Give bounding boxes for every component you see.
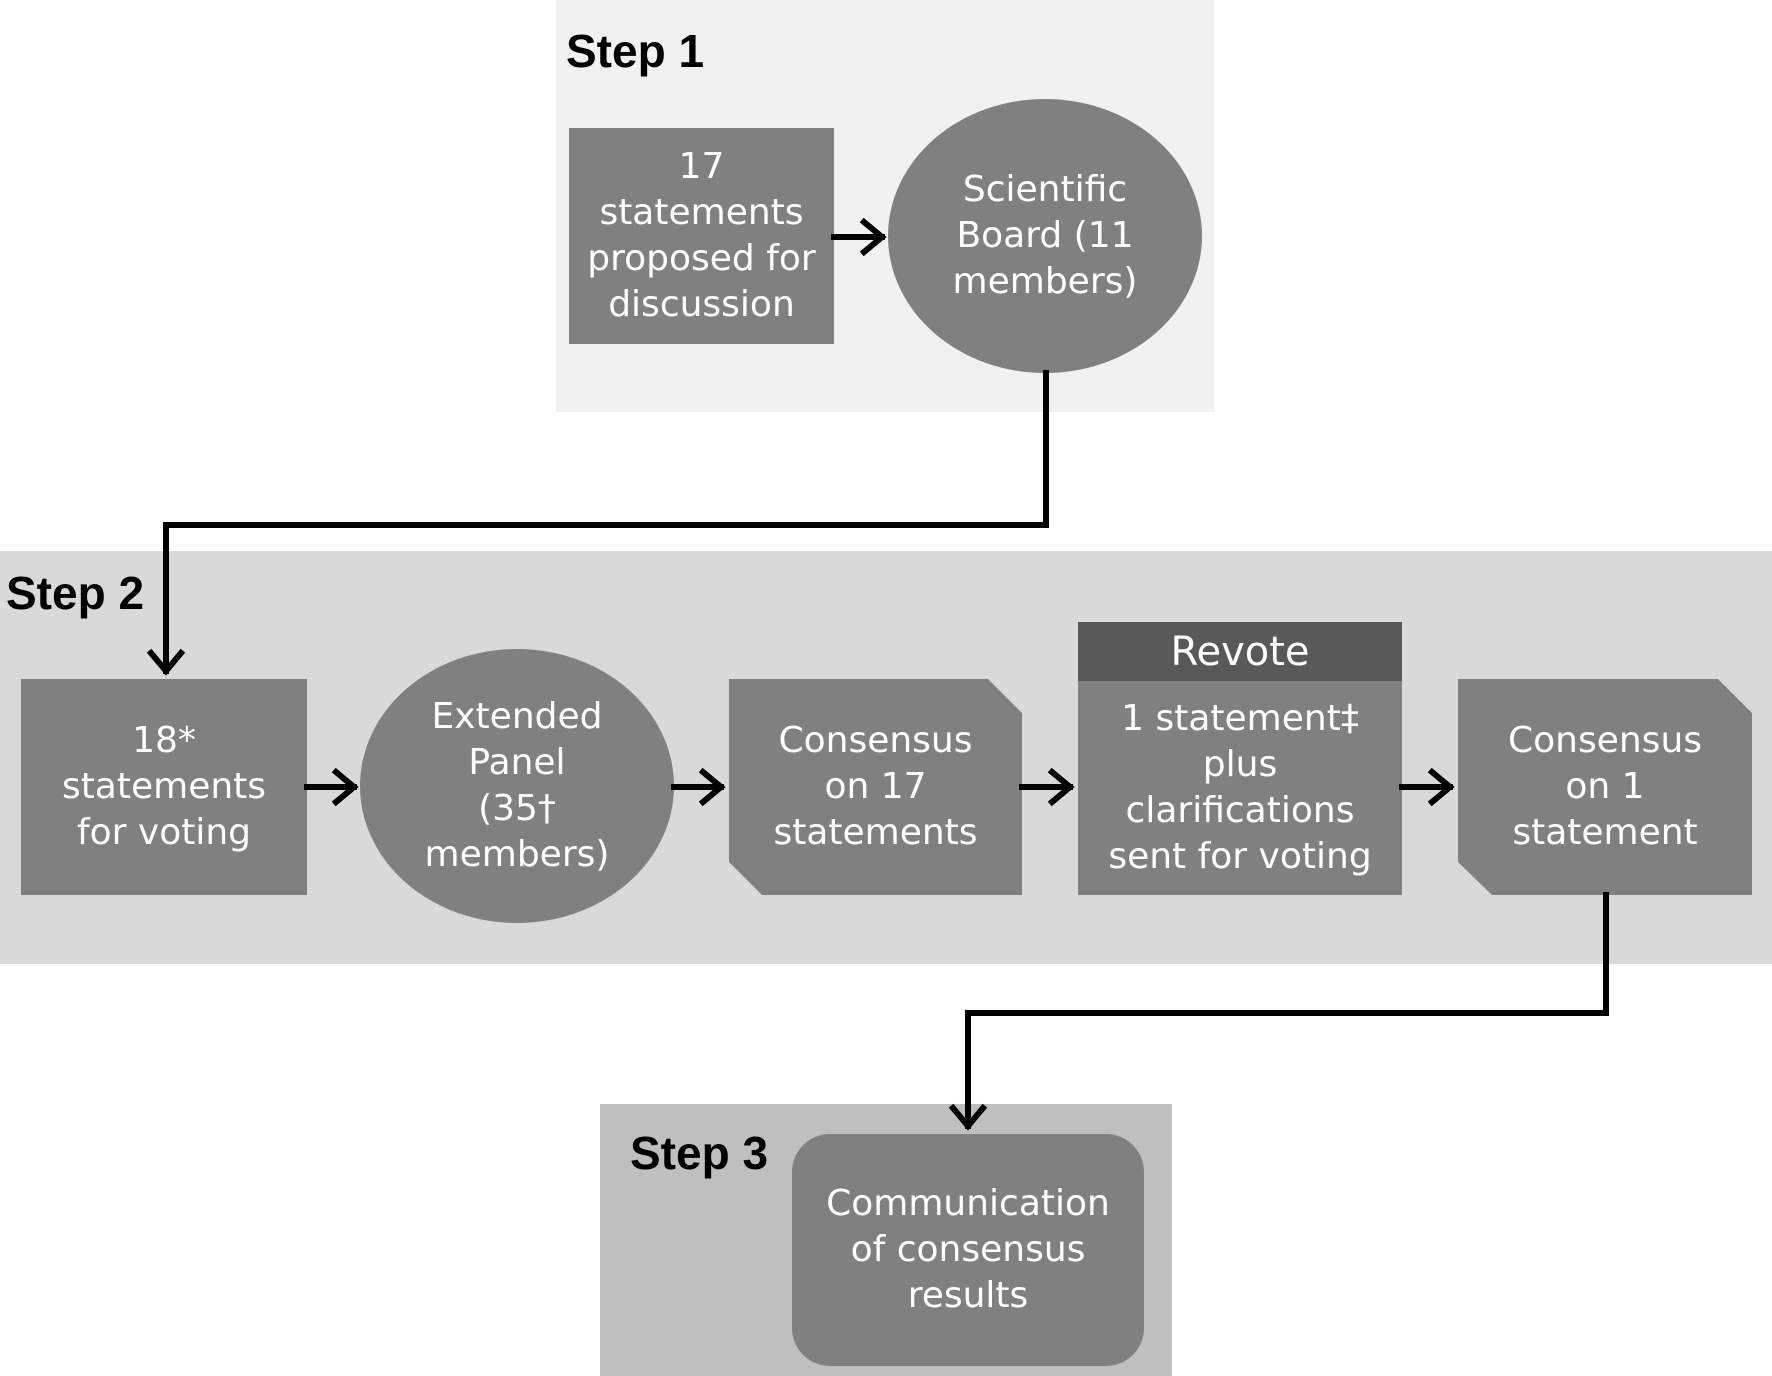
communication-box: Communication of consensus results bbox=[792, 1134, 1144, 1366]
voting-box: 18* statements for voting bbox=[21, 679, 307, 895]
consensus17-label: Consensus on 17 statements bbox=[773, 720, 978, 853]
connector-board-to-voting bbox=[163, 370, 1049, 674]
consensus17-box: Consensus on 17 statements bbox=[729, 679, 1022, 895]
revote-header-label: Revote bbox=[1170, 628, 1310, 675]
revote-header-shape bbox=[1078, 622, 1402, 681]
revote-body: 1 statement‡ plus clarifications sent fo… bbox=[1078, 681, 1402, 895]
consensus17-shape bbox=[729, 679, 1022, 895]
connector-consensus1-to-communication bbox=[965, 892, 1609, 1129]
statements-box: 17 statements proposed for discussion bbox=[569, 128, 834, 344]
statements-box-label: 17 statements proposed for discussion bbox=[587, 146, 816, 325]
extended-panel-ellipse: Extended Panel (35† members) bbox=[360, 649, 674, 923]
arrowhead-consensus17 bbox=[698, 767, 726, 807]
arrowhead-voting bbox=[146, 648, 186, 676]
consensus1-label: Consensus on 1 statement bbox=[1507, 720, 1703, 853]
consensus1-box: Consensus on 1 statement bbox=[1458, 679, 1752, 895]
voting-box-shape bbox=[21, 679, 307, 895]
revote-body-label: 1 statement‡ plus clarifications sent fo… bbox=[1108, 698, 1372, 877]
consensus1-shape bbox=[1458, 679, 1752, 895]
revote-header: Revote bbox=[1078, 622, 1402, 681]
scientific-board-label: Scientific Board (11 members) bbox=[952, 169, 1138, 302]
scientific-board-shape bbox=[888, 99, 1202, 373]
extended-panel-shape bbox=[360, 649, 674, 923]
step3-title: Step 3 bbox=[630, 1127, 769, 1179]
communication-label: Communication of consensus results bbox=[826, 1183, 1110, 1316]
arrowhead-revote bbox=[1047, 767, 1075, 807]
statements-box-shape bbox=[569, 128, 834, 344]
step1-title: Step 1 bbox=[566, 25, 705, 77]
arrowhead-consensus1 bbox=[1427, 767, 1455, 807]
scientific-board-ellipse: Scientific Board (11 members) bbox=[888, 99, 1202, 373]
step2-title: Step 2 bbox=[6, 567, 145, 619]
communication-shape bbox=[792, 1134, 1144, 1366]
voting-box-label: 18* statements for voting bbox=[61, 720, 267, 853]
extended-panel-label: Extended Panel (35† members) bbox=[424, 696, 610, 875]
arrowhead-panel bbox=[331, 767, 359, 807]
arrowhead-communication bbox=[948, 1103, 988, 1131]
arrowhead-board bbox=[859, 217, 887, 257]
